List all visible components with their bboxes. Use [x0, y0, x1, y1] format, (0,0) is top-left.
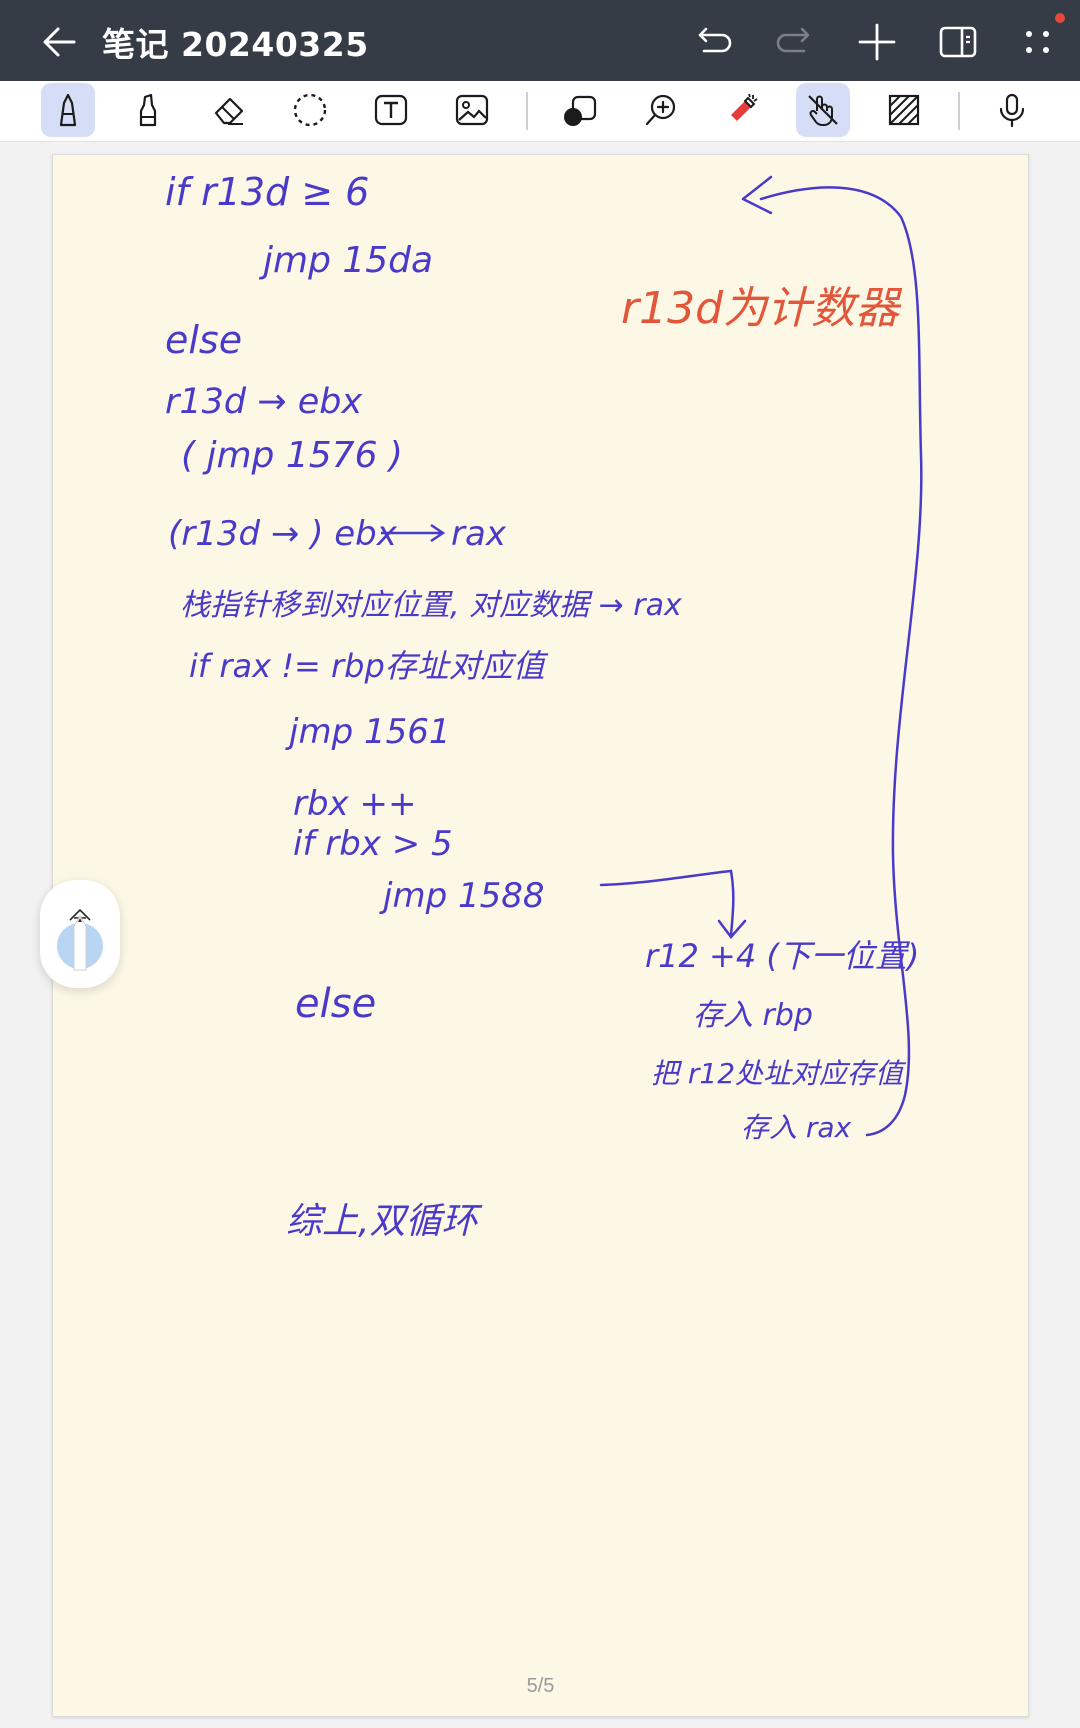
- zoom-tool[interactable]: [634, 83, 688, 137]
- hatch-pattern-icon: [888, 94, 920, 126]
- note-title: 笔记 20240325: [102, 25, 369, 64]
- highlighter-icon: [139, 93, 157, 127]
- note-line: jmp 1561: [285, 712, 450, 752]
- microphone-icon: [999, 93, 1025, 128]
- title-bar: 笔记 20240325: [0, 0, 1080, 81]
- lasso-select-tool[interactable]: [283, 83, 337, 137]
- side-panel-icon[interactable]: [935, 19, 981, 65]
- laser-pointer-tool[interactable]: [715, 83, 769, 137]
- note-line: rbx ++: [293, 784, 416, 824]
- text-tool[interactable]: [364, 83, 418, 137]
- more-options-icon[interactable]: [1016, 19, 1062, 65]
- note-line: ( jmp 1576 ): [181, 435, 403, 476]
- toolbar-divider: [958, 92, 960, 130]
- note-line: jmp 1588: [379, 876, 544, 916]
- floating-pen-icon: [57, 908, 103, 971]
- shape-tool[interactable]: [553, 83, 607, 137]
- redo-icon[interactable]: [772, 19, 818, 65]
- eraser-tool[interactable]: [202, 83, 256, 137]
- side-note-line: 把 r12处址对应存值: [651, 1057, 907, 1090]
- laser-pointer-icon: [731, 93, 758, 121]
- note-page[interactable]: if r13d ≥ 6 jmp 15da else r13d → ebx ( j…: [52, 154, 1029, 1717]
- text-box-icon: [374, 94, 408, 126]
- touch-drawing-toggle[interactable]: [796, 83, 850, 137]
- note-line: if r13d ≥ 6: [165, 170, 369, 214]
- image-tool[interactable]: [445, 83, 499, 137]
- back-arrow-icon[interactable]: [38, 20, 82, 64]
- page-indicator: 5/5: [526, 1675, 555, 1697]
- red-annotation: r13d为计数器: [621, 283, 903, 334]
- shapes-icon: [564, 95, 597, 126]
- page-background-tool[interactable]: [877, 83, 931, 137]
- hand-draw-off-icon: [808, 95, 838, 126]
- note-line: (r13d → ) ebx: [168, 514, 398, 554]
- side-note-line: 存入 rax: [741, 1111, 852, 1144]
- lasso-icon: [293, 93, 327, 127]
- loop-back-arrow: [741, 175, 923, 1137]
- handwriting-canvas[interactable]: if r13d ≥ 6 jmp 15da else r13d → ebx ( j…: [53, 155, 1028, 1716]
- floating-pen-button[interactable]: [40, 880, 120, 988]
- note-line: 栈指针移到对应位置, 对应数据 → rax: [180, 588, 682, 623]
- note-line: if rbx > 5: [293, 824, 453, 864]
- note-line: else: [295, 981, 376, 1027]
- pen-tool[interactable]: [41, 83, 95, 137]
- zoom-in-icon: [645, 94, 676, 126]
- note-line: else: [165, 318, 242, 362]
- note-line: rax: [451, 514, 507, 554]
- image-icon: [455, 94, 489, 126]
- voice-record-tool[interactable]: [985, 83, 1039, 137]
- note-line: if rax != rbp存址对应值: [189, 647, 549, 685]
- undo-icon[interactable]: [690, 19, 736, 65]
- highlighter-tool[interactable]: [121, 83, 175, 137]
- side-note-line: r12 +4 (下一位置): [645, 937, 919, 975]
- jump-arrow: [599, 869, 747, 939]
- note-line: 综上,双循环: [286, 1201, 482, 1242]
- eraser-icon: [214, 97, 244, 125]
- notification-dot: [1055, 13, 1065, 23]
- note-line: jmp 15da: [258, 240, 433, 281]
- note-line: r13d → ebx: [165, 382, 362, 422]
- drawing-toolbar: [0, 81, 1080, 142]
- add-icon[interactable]: [854, 19, 900, 65]
- arrow-to-rax: [381, 523, 446, 543]
- toolbar-divider: [526, 92, 528, 130]
- side-note-line: 存入 rbp: [693, 998, 813, 1033]
- pen-icon: [59, 93, 77, 127]
